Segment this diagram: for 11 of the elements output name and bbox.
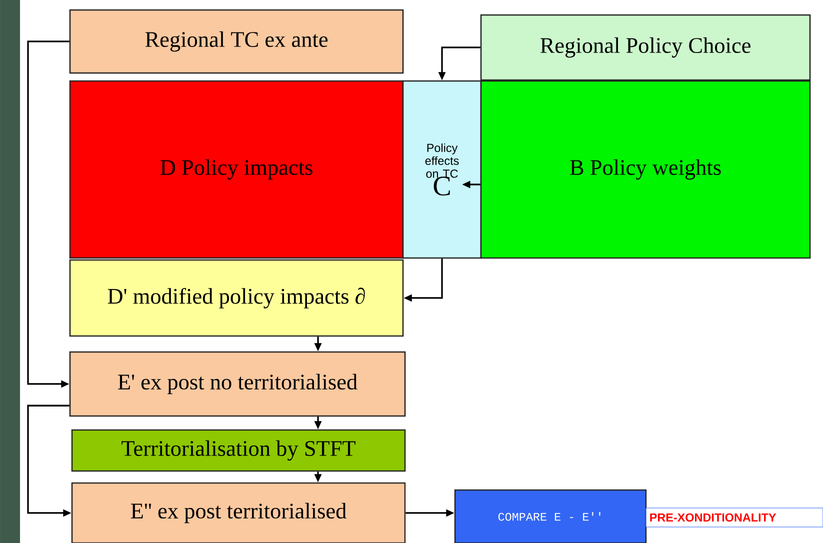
process-box: D Policy impacts	[69, 80, 404, 259]
process-box: Policy effects on TC C	[402, 80, 482, 259]
process-box: Regional Policy Choice	[480, 14, 811, 81]
process-box: D' modified policy impacts ∂	[69, 259, 404, 337]
process-box: B Policy weights	[480, 80, 811, 259]
process-box: Territorialisation by STFT	[71, 429, 406, 472]
process-box: E' ex post no territorialised	[69, 351, 406, 417]
process-box: Regional TC ex ante	[69, 9, 404, 74]
label-box: PRE-XONDITIONALITY	[646, 508, 823, 528]
process-box: COMPARE E - E''	[454, 489, 647, 543]
process-box: E'' ex post territorialised	[71, 482, 406, 543]
